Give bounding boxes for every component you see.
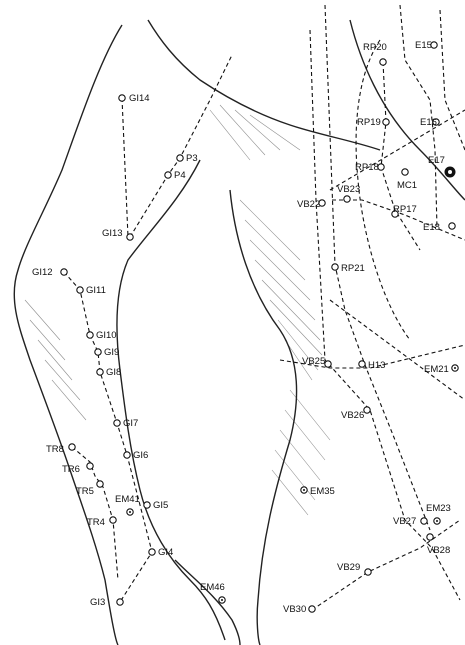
svg-text:EM46: EM46 [200, 582, 225, 593]
svg-text:RP17: RP17 [393, 204, 417, 215]
point-vb22: VB22 [297, 199, 325, 210]
svg-text:TR5: TR5 [76, 486, 94, 497]
point-gi4: GI4 [149, 547, 174, 558]
point-gi3: GI3 [90, 597, 123, 608]
svg-text:GI12: GI12 [32, 267, 53, 278]
svg-text:TR4: TR4 [87, 517, 105, 528]
shading [25, 105, 330, 515]
svg-text:H13: H13 [368, 360, 385, 371]
svg-text:GI5: GI5 [153, 500, 168, 511]
svg-text:VB30: VB30 [283, 604, 306, 615]
svg-text:RP18: RP18 [355, 162, 379, 173]
point-e16: E16 [420, 117, 439, 128]
svg-text:VB28: VB28 [427, 545, 450, 556]
point-em21: EM21 [424, 364, 458, 375]
point-gi5: GI5 [144, 500, 169, 511]
svg-text:P3: P3 [186, 153, 198, 164]
svg-text:VB22: VB22 [297, 199, 320, 210]
svg-text:P4: P4 [174, 170, 186, 181]
svg-text:VB23: VB23 [337, 184, 360, 195]
point-h13: H13 [359, 360, 386, 371]
svg-text:VB26: VB26 [341, 410, 364, 421]
svg-text:TR8: TR8 [46, 444, 64, 455]
point-gi10: GI10 [87, 330, 117, 341]
point-gi6: GI6 [124, 450, 149, 461]
svg-text:EM35: EM35 [310, 486, 335, 497]
point-vb28: VB28 [427, 534, 450, 556]
svg-text:GI14: GI14 [129, 93, 150, 104]
point-vb25: VB25 [302, 356, 331, 367]
point-em35: EM35 [301, 486, 335, 497]
point-gi13: GI13 [102, 228, 133, 240]
point-tr8: TR8 [46, 444, 75, 455]
svg-text:E17: E17 [428, 155, 445, 166]
svg-text:GI4: GI4 [158, 547, 173, 558]
point-p4: P4 [165, 170, 186, 181]
point-vb30: VB30 [283, 604, 315, 615]
svg-text:GI8: GI8 [106, 367, 121, 378]
point-p3: P3 [177, 153, 198, 164]
svg-text:RP20: RP20 [363, 42, 387, 53]
point-vb27: VB27 [393, 516, 427, 527]
svg-text:TR6: TR6 [62, 464, 80, 475]
point-vb29: VB29 [337, 562, 371, 575]
svg-text:GI6: GI6 [133, 450, 148, 461]
svg-text:GI10: GI10 [96, 330, 117, 341]
point-em41: EM41 [115, 494, 140, 515]
svg-text:VB27: VB27 [393, 516, 416, 527]
svg-text:GI3: GI3 [90, 597, 105, 608]
svg-text:RP21: RP21 [341, 263, 365, 274]
svg-text:E16: E16 [420, 117, 437, 128]
points: GI14 P3 P4 GI13 GI12 GI11 GI10 GI9 GI8 G… [32, 40, 458, 615]
point-em46: EM46 [200, 582, 225, 603]
point-vb26: VB26 [341, 407, 370, 421]
svg-text:VB25: VB25 [302, 356, 325, 367]
svg-text:GI7: GI7 [123, 418, 138, 429]
svg-text:EM23: EM23 [426, 503, 451, 514]
svg-text:EM21: EM21 [424, 364, 449, 375]
point-gi7: GI7 [114, 418, 139, 429]
point-gi14-arm: GI14 [119, 93, 150, 104]
point-em23: EM23 [426, 503, 451, 524]
point-rp18: RP18 [355, 162, 384, 173]
point-mc1: MC1 [397, 169, 417, 191]
point-rp17: RP17 [392, 204, 417, 217]
point-rp19: RP19 [357, 117, 389, 128]
point-rp20: RP20 [363, 42, 387, 65]
point-tr4: TR4 [87, 517, 116, 528]
point-e18: E18 [423, 222, 455, 233]
svg-text:GI13: GI13 [102, 228, 123, 239]
svg-text:E18: E18 [423, 222, 440, 233]
svg-text:GI9: GI9 [104, 347, 119, 358]
svg-text:E15: E15 [415, 40, 432, 51]
svg-text:GI11: GI11 [86, 285, 106, 296]
point-gi12: GI12 [32, 267, 67, 278]
svg-text:EM41: EM41 [115, 494, 140, 505]
point-tr6: TR6 [62, 463, 93, 475]
point-gi8: GI8 [97, 367, 122, 378]
svg-text:RP19: RP19 [357, 117, 381, 128]
point-tr5: TR5 [76, 481, 103, 497]
svg-text:VB29: VB29 [337, 562, 360, 573]
point-e15: E15 [415, 40, 437, 51]
svg-text:MC1: MC1 [397, 180, 417, 191]
